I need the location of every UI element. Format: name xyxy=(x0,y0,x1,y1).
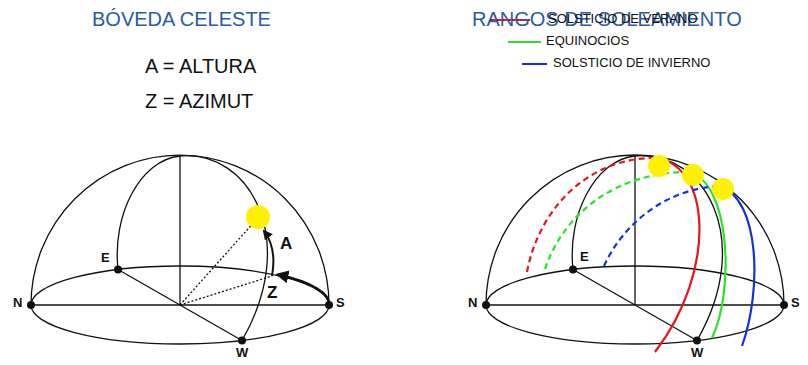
symbol-definition: Z = AZIMUT xyxy=(145,90,253,113)
azimuth-arrow xyxy=(278,275,329,306)
cardinal-dots xyxy=(27,266,333,345)
sun xyxy=(648,155,670,177)
winter-path-hidden xyxy=(604,186,720,266)
cardinal-dots xyxy=(482,266,788,345)
cardinal-label: S xyxy=(791,296,800,311)
cardinal-dot xyxy=(693,337,701,345)
winter-path xyxy=(720,186,754,346)
cardinal-label: E xyxy=(101,251,110,266)
cardinal-dot xyxy=(238,337,246,345)
cardinal-label: W xyxy=(236,346,248,361)
sun xyxy=(712,178,734,200)
altitude-arrow xyxy=(264,231,273,276)
suns xyxy=(648,155,734,200)
cardinal-label: W xyxy=(691,346,703,361)
cardinal-label: N xyxy=(468,296,477,311)
cardinal-dot xyxy=(27,301,35,309)
right-dome xyxy=(486,155,784,344)
legend-line-sample xyxy=(522,63,547,65)
left-dome xyxy=(31,155,329,344)
zenith-line xyxy=(634,156,635,305)
legend-text: SOLSTICIO DE INVIERNO xyxy=(553,56,710,71)
cardinal-label: E xyxy=(580,250,589,265)
panel-heading: BÓVEDA CELESTE xyxy=(92,8,271,31)
sun-ray xyxy=(180,220,256,305)
dome-outline xyxy=(31,155,329,305)
sun xyxy=(682,164,704,186)
cardinal-dot xyxy=(325,301,333,309)
legend-text: SOLSTICIO DE VERANO xyxy=(548,12,698,27)
dome-outline xyxy=(486,155,784,305)
azimuth-ray xyxy=(180,276,272,305)
cardinal-dot xyxy=(569,266,577,274)
summer-path xyxy=(650,158,699,352)
cardinal-label: S xyxy=(336,296,345,311)
sun-paths xyxy=(527,158,754,352)
meridian-arc xyxy=(117,156,267,341)
sun xyxy=(246,205,270,229)
symbol-definition: A = ALTURA xyxy=(145,55,256,78)
cardinal-label: N xyxy=(13,296,22,311)
angle-label: Z xyxy=(267,283,277,303)
summer-path-hidden xyxy=(527,158,650,272)
zenith-line xyxy=(179,156,180,305)
cardinal-dot xyxy=(780,301,788,309)
equinox-path-hidden xyxy=(545,172,688,269)
cardinal-dot xyxy=(114,266,122,274)
meridian-arc xyxy=(572,156,722,341)
legend-line-sample xyxy=(508,41,541,43)
legend-text: EQUINOCIOS xyxy=(546,34,629,49)
angle-label: A xyxy=(280,234,292,254)
cardinal-dot xyxy=(482,301,490,309)
